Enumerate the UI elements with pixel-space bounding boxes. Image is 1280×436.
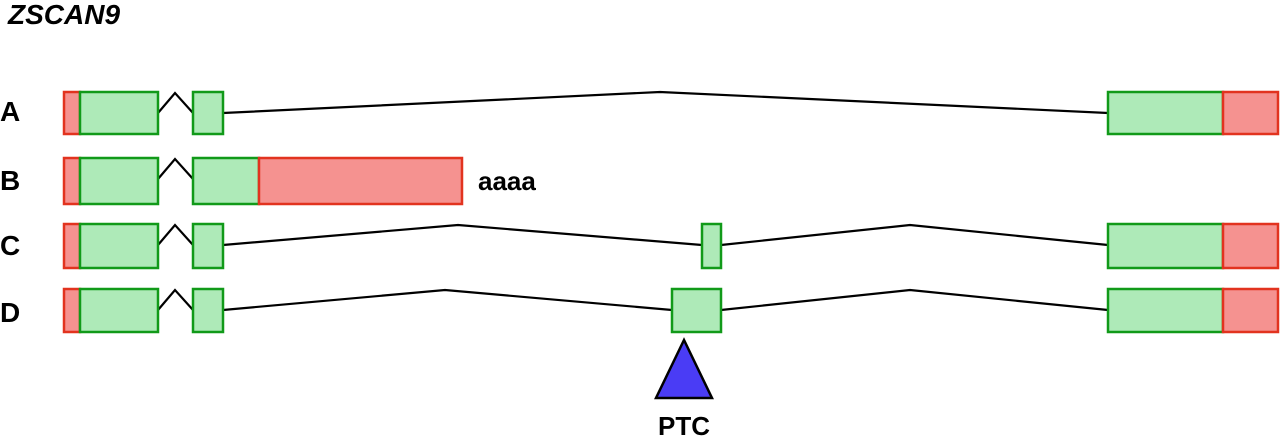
utr-exon [62,90,82,136]
cds-exon [1106,222,1225,270]
intron [222,223,703,247]
intron [157,157,194,180]
intron [157,223,194,246]
cds-exon [191,156,261,206]
utr-exon [62,222,82,270]
intron [222,288,673,312]
ptc-triangle-icon [654,337,714,400]
cds-exon [1106,287,1225,334]
utr-exon [62,287,82,334]
cds-exon [191,222,225,270]
transcript-label-b: B [0,165,20,196]
cds-exon [700,222,723,270]
intron [157,91,194,114]
transcript-d [62,287,1280,334]
transcript-label-d: D [0,297,20,328]
transcript-a [62,90,1280,136]
intron [720,223,1109,247]
ptc-label: PTC [658,411,710,436]
intron [720,288,1109,312]
utr-exon [1221,222,1280,270]
transcript-label-c: C [0,230,20,261]
retained-intron-utr [257,156,464,206]
cds-exon [191,287,225,334]
cds-exon [670,287,723,334]
intron [222,90,1109,115]
transcript-label-a: A [0,96,20,127]
gene-title: ZSCAN9 [7,0,120,30]
cds-exon [78,287,160,334]
utr-exon [1221,287,1280,334]
utr-exon [1221,90,1280,136]
cds-exon [78,156,160,206]
cds-exon [78,90,160,136]
cds-exon [191,90,225,136]
cds-exon [78,222,160,270]
intron [157,288,194,311]
cds-exon [1106,90,1225,136]
utr-exon [62,156,82,206]
transcript-b: aaaa [62,156,536,206]
polya-label: aaaa [478,166,536,196]
transcript-c [62,222,1280,270]
